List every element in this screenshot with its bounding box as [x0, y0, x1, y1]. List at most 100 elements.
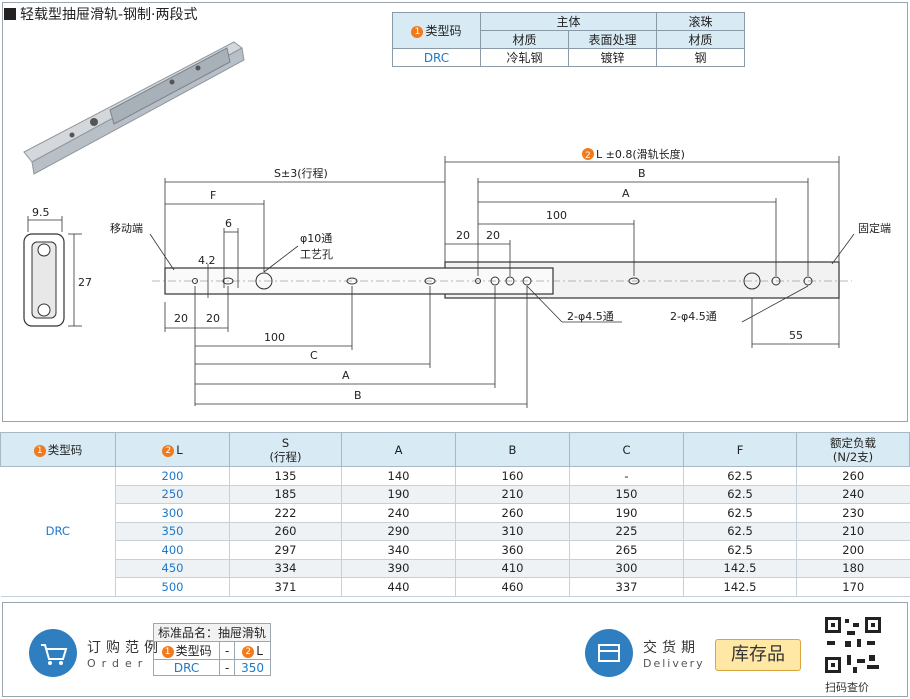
cell-c: - [569, 466, 684, 486]
title-square-icon [4, 8, 16, 20]
dimension-lines [149, 156, 855, 408]
cell-s: 297 [229, 540, 342, 560]
cell-l: 350 [115, 522, 230, 541]
cell-f: 62.5 [683, 522, 797, 541]
cell-load: 170 [796, 577, 910, 597]
cell-s: 222 [229, 503, 342, 523]
cell-b: 460 [455, 577, 570, 597]
cell-load: 230 [796, 503, 910, 523]
cell-c: 265 [569, 540, 684, 560]
dim-4-2: 4.2 [198, 254, 216, 267]
cell-f: 142.5 [683, 577, 797, 597]
delivery-box-icon [585, 629, 633, 677]
dim-s: S±3(行程) [274, 167, 328, 180]
cell-load: 260 [796, 466, 910, 486]
col-c: C [569, 432, 684, 467]
cell-l: 250 [115, 485, 230, 504]
spec-ball-header: 滚珠 [656, 12, 745, 31]
hole-10-label-2: 工艺孔 [300, 248, 333, 261]
rail-assembly [152, 261, 852, 299]
type-badge-icon: 1 [411, 26, 424, 38]
spec-type-value: DRC [392, 48, 481, 67]
cell-a: 440 [341, 577, 456, 597]
cell-a: 340 [341, 540, 456, 560]
dim-20-c: 20 [456, 229, 470, 242]
cell-s: 135 [229, 466, 342, 486]
order-subtitle: Order [87, 657, 149, 670]
dim-l-badge-icon [582, 148, 594, 160]
dim-20-a: 20 [174, 312, 188, 325]
cell-l: 300 [115, 503, 230, 523]
spec-material-value: 冷轧钢 [480, 48, 569, 67]
cell-a: 140 [341, 466, 456, 486]
delivery-title: 交货期 [643, 640, 700, 656]
col-load: 额定负载(N/2支) [796, 432, 910, 467]
dim-b-1: B [354, 389, 362, 402]
cell-b: 260 [455, 503, 570, 523]
spec-ball-value: 钢 [656, 48, 745, 67]
cell-l: 400 [115, 540, 230, 560]
std-name: 标准品名：抽屉滑轨 [152, 623, 272, 642]
product-image [23, 41, 245, 175]
technical-drawing: 9.5 27 [23, 41, 891, 408]
cell-load: 240 [796, 485, 910, 504]
dim-l-badge: 2 [585, 151, 591, 161]
order-title: 订购范例 [87, 640, 163, 656]
cross-section [23, 216, 82, 327]
drawing-frame [2, 2, 908, 422]
order-dash-2: - [219, 659, 236, 676]
qr-label: 扫码查价 [825, 681, 869, 694]
col-b: B [455, 432, 570, 467]
dim-6: 6 [225, 217, 232, 230]
dim-9-5: 9.5 [32, 206, 50, 219]
cell-f: 142.5 [683, 559, 797, 578]
cell-s: 185 [229, 485, 342, 504]
cell-b: 410 [455, 559, 570, 578]
col-s: S(行程) [229, 432, 342, 467]
cell-c: 225 [569, 522, 684, 541]
cell-s: 334 [229, 559, 342, 578]
stock-button[interactable]: 库存品 [715, 639, 801, 671]
order-dash: - [219, 641, 236, 660]
dim-20-d: 20 [486, 229, 500, 242]
col-f: F [683, 432, 797, 467]
title-text: 轻载型抽屉滑轨-钢制·两段式 [20, 7, 198, 23]
col-a: A [341, 432, 456, 467]
cell-a: 290 [341, 522, 456, 541]
dim-27: 27 [78, 276, 92, 289]
spec-ball-material-header: 材质 [656, 30, 745, 49]
cell-b: 160 [455, 466, 570, 486]
hole-10-label: φ10通 [300, 232, 332, 245]
dim-f: F [210, 189, 216, 202]
cell-l: 500 [115, 577, 230, 597]
cell-a: 240 [341, 503, 456, 523]
cell-c: 150 [569, 485, 684, 504]
label-moving-end: 移动端 [110, 222, 143, 235]
spec-surface-header: 表面处理 [568, 30, 657, 49]
cell-b: 310 [455, 522, 570, 541]
cell-load: 210 [796, 522, 910, 541]
cell-l: 200 [115, 466, 230, 486]
dim-a-2: A [622, 187, 630, 200]
cell-f: 62.5 [683, 466, 797, 486]
cell-a: 190 [341, 485, 456, 504]
dim-c: C [310, 349, 318, 362]
dim-55: 55 [789, 329, 803, 342]
cell-f: 62.5 [683, 485, 797, 504]
qr-code-icon[interactable] [823, 615, 883, 675]
order-type-value: DRC [152, 659, 221, 676]
